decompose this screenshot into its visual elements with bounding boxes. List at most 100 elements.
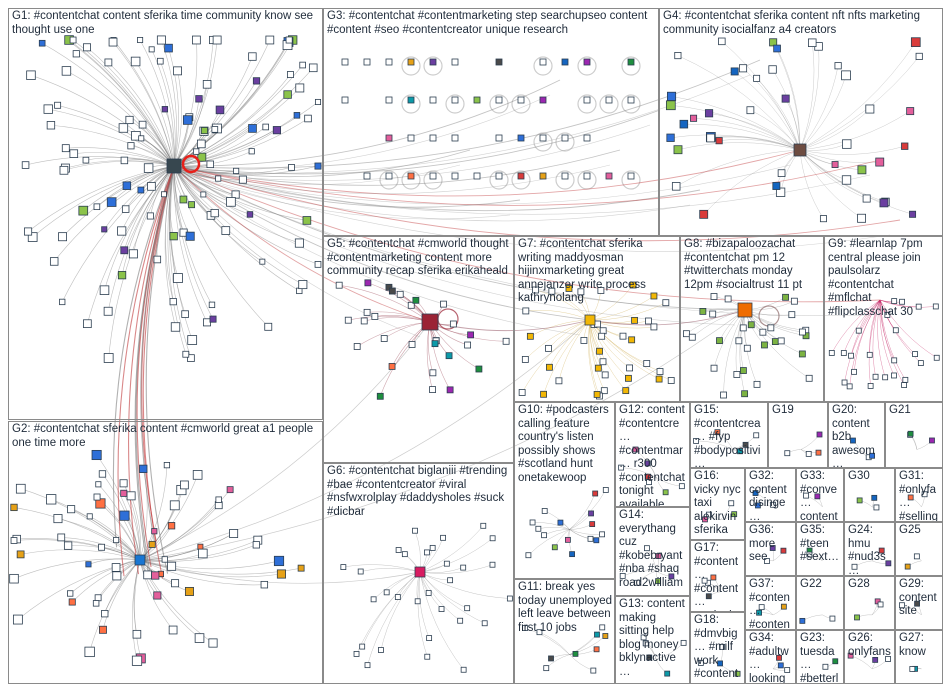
node[interactable] bbox=[699, 308, 707, 315]
node[interactable] bbox=[170, 322, 181, 332]
node[interactable] bbox=[593, 646, 600, 653]
node[interactable] bbox=[740, 367, 747, 374]
node[interactable] bbox=[460, 666, 467, 673]
node[interactable] bbox=[551, 544, 558, 551]
node[interactable] bbox=[767, 324, 775, 332]
node[interactable] bbox=[98, 543, 106, 551]
node[interactable] bbox=[67, 590, 74, 597]
node[interactable] bbox=[668, 573, 675, 580]
node[interactable] bbox=[179, 195, 188, 204]
node[interactable] bbox=[932, 303, 939, 310]
node[interactable] bbox=[171, 579, 180, 588]
node[interactable] bbox=[622, 387, 630, 395]
node[interactable] bbox=[248, 124, 257, 133]
node[interactable] bbox=[467, 331, 475, 339]
node[interactable] bbox=[728, 500, 735, 507]
node[interactable] bbox=[906, 107, 915, 116]
node[interactable] bbox=[535, 525, 542, 532]
node[interactable] bbox=[910, 37, 921, 47]
node[interactable] bbox=[892, 327, 899, 334]
node[interactable] bbox=[915, 303, 922, 310]
node[interactable] bbox=[628, 336, 636, 344]
node[interactable] bbox=[357, 568, 364, 575]
node[interactable] bbox=[46, 121, 56, 130]
node[interactable] bbox=[125, 115, 134, 125]
node[interactable] bbox=[443, 560, 450, 567]
node[interactable] bbox=[264, 322, 273, 331]
node[interactable] bbox=[161, 556, 168, 563]
node[interactable] bbox=[784, 667, 791, 673]
node[interactable] bbox=[54, 101, 62, 109]
node[interactable] bbox=[561, 134, 569, 142]
hub-node-g1[interactable] bbox=[166, 158, 182, 174]
node[interactable] bbox=[185, 231, 195, 241]
node[interactable] bbox=[645, 317, 652, 325]
node[interactable] bbox=[655, 578, 662, 584]
node[interactable] bbox=[187, 354, 195, 362]
node[interactable] bbox=[788, 311, 796, 319]
node[interactable] bbox=[643, 360, 651, 367]
node[interactable] bbox=[99, 625, 107, 634]
node[interactable] bbox=[130, 56, 141, 67]
node[interactable] bbox=[850, 437, 856, 444]
node[interactable] bbox=[590, 667, 597, 674]
node[interactable] bbox=[777, 169, 786, 177]
node[interactable] bbox=[772, 182, 781, 190]
node[interactable] bbox=[640, 634, 647, 641]
node[interactable] bbox=[363, 308, 371, 316]
node[interactable] bbox=[68, 598, 76, 606]
node[interactable] bbox=[113, 537, 120, 544]
node[interactable] bbox=[197, 139, 206, 149]
node[interactable] bbox=[664, 670, 671, 677]
node[interactable] bbox=[605, 96, 613, 104]
node[interactable] bbox=[10, 503, 18, 512]
node[interactable] bbox=[119, 479, 128, 488]
node[interactable] bbox=[302, 216, 312, 225]
node[interactable] bbox=[715, 137, 723, 145]
node[interactable] bbox=[599, 531, 605, 538]
node[interactable] bbox=[803, 492, 809, 499]
node[interactable] bbox=[353, 651, 360, 657]
node[interactable] bbox=[884, 312, 891, 318]
node[interactable] bbox=[181, 310, 189, 318]
node[interactable] bbox=[539, 134, 547, 142]
node[interactable] bbox=[847, 652, 854, 659]
node[interactable] bbox=[625, 374, 632, 382]
node[interactable] bbox=[662, 489, 669, 496]
node[interactable] bbox=[619, 572, 626, 579]
node[interactable] bbox=[799, 617, 806, 624]
node[interactable] bbox=[832, 658, 839, 665]
node[interactable] bbox=[407, 172, 415, 180]
node[interactable] bbox=[557, 519, 564, 526]
node[interactable] bbox=[208, 301, 216, 309]
node[interactable] bbox=[169, 232, 178, 241]
node[interactable] bbox=[248, 52, 257, 61]
node[interactable] bbox=[308, 63, 318, 73]
node[interactable] bbox=[449, 320, 457, 328]
node[interactable] bbox=[589, 521, 596, 528]
node[interactable] bbox=[148, 46, 155, 53]
node[interactable] bbox=[583, 58, 591, 66]
node[interactable] bbox=[265, 35, 275, 45]
node[interactable] bbox=[385, 283, 393, 291]
node[interactable] bbox=[440, 300, 447, 308]
node[interactable] bbox=[720, 391, 727, 399]
node[interactable] bbox=[673, 145, 683, 155]
node[interactable] bbox=[848, 352, 854, 359]
node[interactable] bbox=[706, 133, 715, 143]
node[interactable] bbox=[583, 134, 591, 142]
node[interactable] bbox=[912, 351, 918, 357]
node[interactable] bbox=[16, 550, 25, 559]
node[interactable] bbox=[588, 510, 594, 517]
node[interactable] bbox=[583, 96, 591, 104]
node[interactable] bbox=[543, 665, 550, 672]
node[interactable] bbox=[211, 126, 219, 133]
node[interactable] bbox=[167, 522, 176, 530]
node[interactable] bbox=[699, 209, 709, 219]
node[interactable] bbox=[376, 392, 384, 400]
hub-node-g2[interactable] bbox=[134, 554, 146, 566]
node[interactable] bbox=[717, 660, 723, 667]
node[interactable] bbox=[407, 134, 415, 142]
node[interactable] bbox=[233, 167, 240, 174]
node[interactable] bbox=[631, 316, 638, 324]
